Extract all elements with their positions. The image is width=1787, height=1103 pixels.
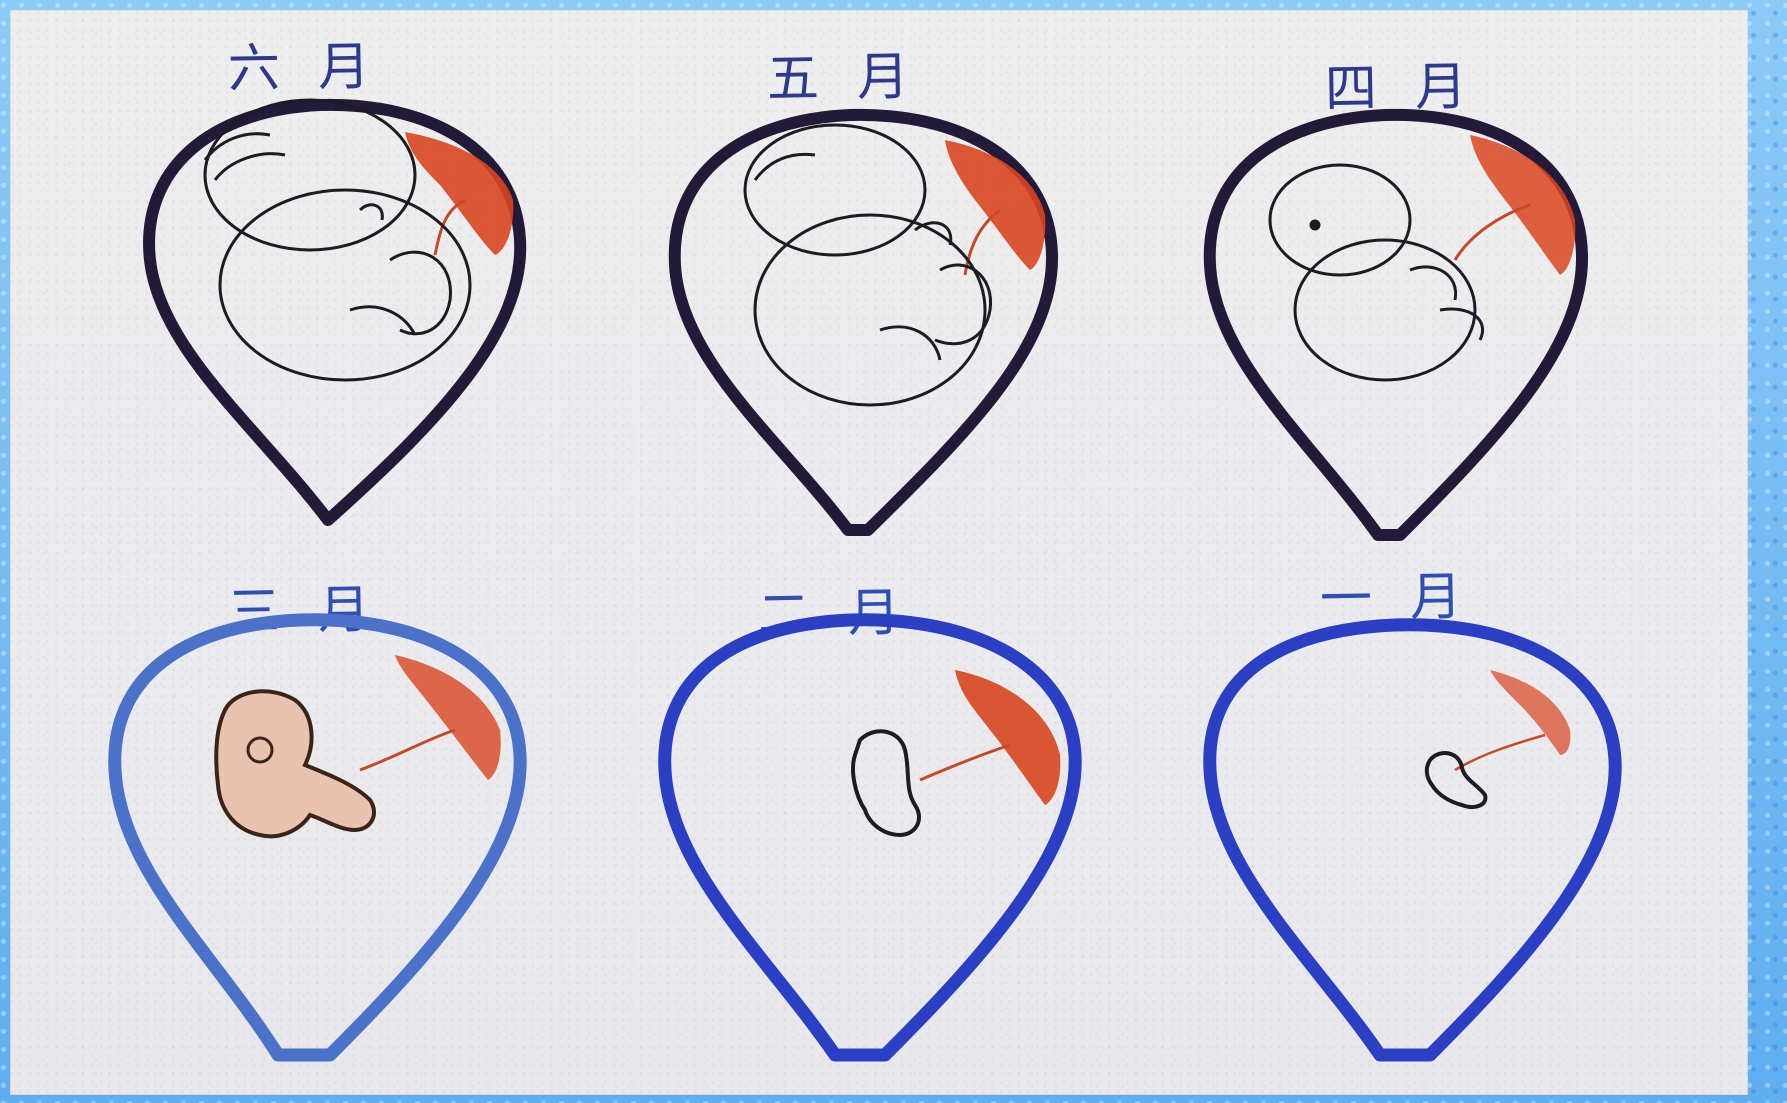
fetus-month-4: [1270, 165, 1483, 380]
umbilical-cord-month-3: [360, 730, 455, 770]
paper-sheet: 六月 五月 四月 三月 二月 一月: [10, 10, 1748, 1095]
panel-month-4: [1210, 115, 1582, 535]
fetus-month-2: [853, 731, 919, 835]
fetus-month-5: [745, 125, 991, 405]
uterus-outline-month-1: [1210, 625, 1615, 1055]
umbilical-cord-month-1: [1455, 735, 1545, 770]
placenta-month-4: [1470, 135, 1575, 275]
umbilical-cord-month-2: [920, 745, 1010, 780]
placenta-month-1: [1490, 670, 1570, 755]
fetus-month-3: [216, 691, 374, 836]
panel-month-1: [1210, 625, 1615, 1055]
fetus-month-1: [1427, 753, 1486, 807]
uterus-outline-month-2: [665, 620, 1075, 1055]
fetal-development-diagram: [10, 10, 1748, 1095]
panel-month-5: [675, 115, 1052, 530]
panel-month-3: [115, 620, 520, 1055]
placenta-month-6: [405, 132, 513, 255]
panel-month-2: [665, 620, 1075, 1055]
panel-month-6: [149, 100, 520, 520]
